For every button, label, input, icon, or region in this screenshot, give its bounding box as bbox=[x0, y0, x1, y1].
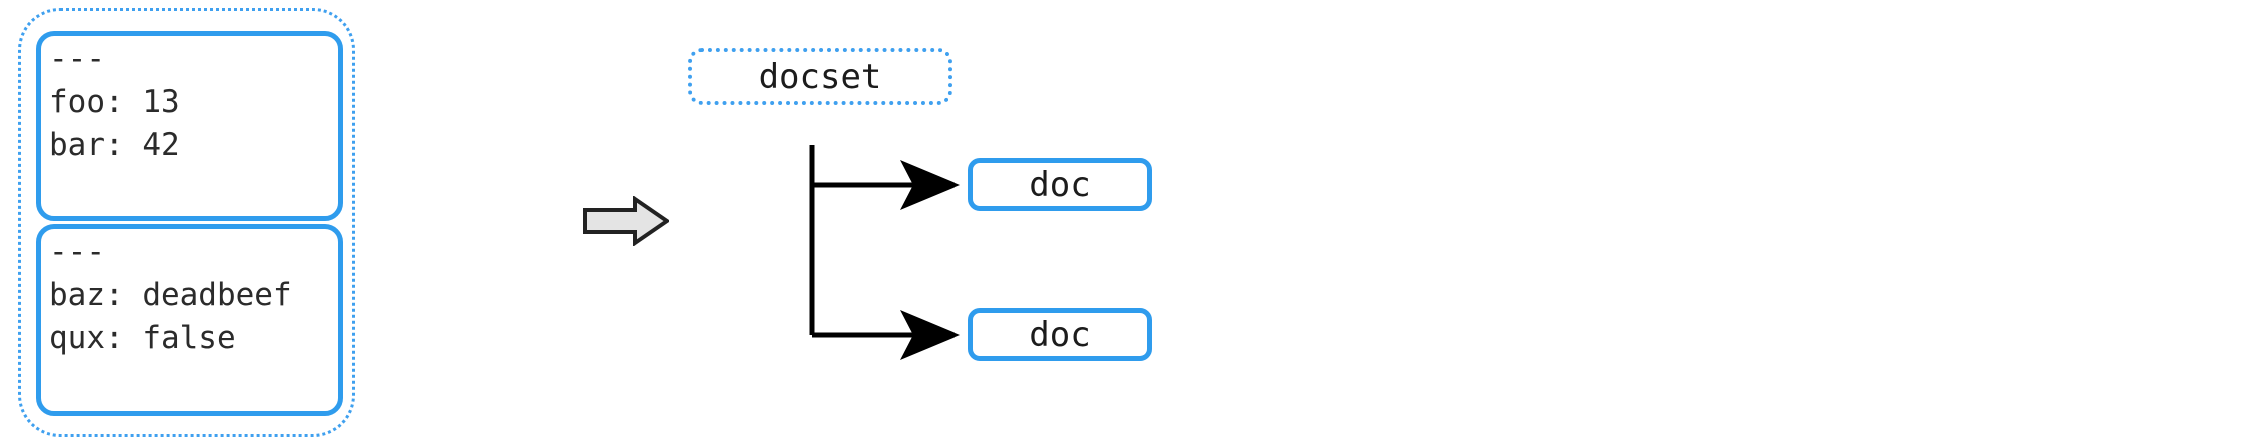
docset-node[interactable]: docset bbox=[688, 48, 952, 105]
yaml-document-1-text: --- foo: 13 bar: 42 bbox=[49, 41, 180, 163]
tree-connectors bbox=[780, 130, 1000, 370]
doc-node-2-label: doc bbox=[1029, 314, 1091, 355]
transform-arrow-icon bbox=[583, 195, 671, 247]
doc-node-1-label: doc bbox=[1029, 164, 1091, 205]
doc-node-1[interactable]: doc bbox=[968, 158, 1152, 211]
doc-node-2[interactable]: doc bbox=[968, 308, 1152, 361]
yaml-document-2-text: --- baz: deadbeef qux: false bbox=[49, 234, 292, 356]
yaml-stream-group: --- foo: 13 bar: 42 --- baz: deadbeef qu… bbox=[18, 8, 355, 437]
docset-node-label: docset bbox=[758, 56, 882, 97]
yaml-document-1[interactable]: --- foo: 13 bar: 42 bbox=[36, 31, 343, 221]
yaml-document-2[interactable]: --- baz: deadbeef qux: false bbox=[36, 224, 343, 416]
